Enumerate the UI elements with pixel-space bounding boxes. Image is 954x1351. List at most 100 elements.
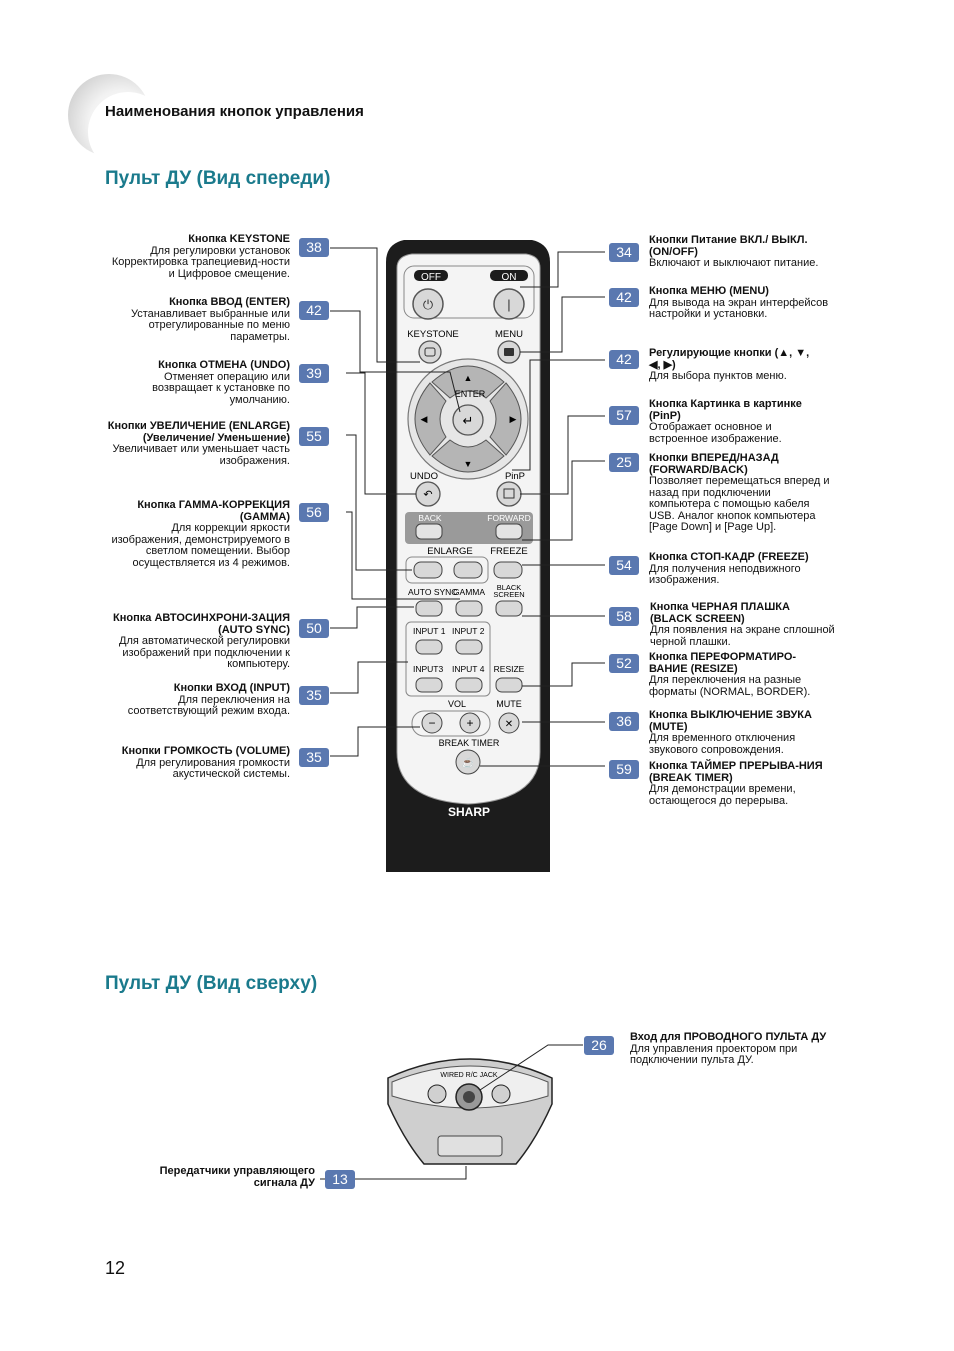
badge-volume: 35 xyxy=(299,748,329,767)
enlarge-minus-button xyxy=(413,561,443,579)
right-leaders xyxy=(480,251,605,767)
mute-label: MUTE xyxy=(496,699,522,709)
jack-label: WIRED R/C JACK xyxy=(440,1072,498,1079)
label-power: Кнопки Питание ВКЛ./ ВЫКЛ. (ON/OFF)Включ… xyxy=(649,234,819,269)
wired-jack-hole xyxy=(463,1091,475,1103)
badge-enlarge: 55 xyxy=(299,427,329,446)
undo-label: UNDO xyxy=(410,471,438,482)
pinp-label: PinP xyxy=(505,471,525,482)
input2-label: INPUT 2 xyxy=(452,626,485,636)
off-label-bg xyxy=(414,270,448,281)
enlarge-label: ENLARGE xyxy=(427,546,472,557)
label-undo: Кнопка ОТМЕНА (UNDO)Отменяет операцию ил… xyxy=(152,359,290,406)
up-arrow-icon: ▲ xyxy=(464,373,473,383)
left-arrow-icon: ◀ xyxy=(421,414,428,424)
enter-button xyxy=(452,404,484,436)
on-icon: | xyxy=(507,297,510,312)
top-leaders xyxy=(320,1044,583,1180)
power-group xyxy=(403,265,535,319)
badge-forward-back: 25 xyxy=(609,453,639,472)
badge-black-screen: 58 xyxy=(609,607,639,626)
input1-label: INPUT 1 xyxy=(413,626,446,636)
gamma-label: GAMMA xyxy=(453,587,485,597)
forward-label: FORWARD xyxy=(487,513,530,523)
label-black-screen: Кнопка ЧЕРНАЯ ПЛАШКА (BLACK SCREEN)Для п… xyxy=(650,601,835,648)
label-mute: Кнопка ВЫКЛЮЧЕНИЕ ЗВУКА (MUTE)Для времен… xyxy=(649,709,812,756)
label-freeze: Кнопка СТОП-КАДР (FREEZE)Для получения н… xyxy=(649,551,809,586)
left-button xyxy=(414,382,447,456)
label-input: Кнопки ВХОД (INPUT)Для переключения на с… xyxy=(127,682,290,717)
left-leaders xyxy=(330,247,461,757)
auto-sync-button xyxy=(415,600,443,617)
on-button xyxy=(493,288,525,320)
badge-transmitters: 13 xyxy=(325,1170,355,1189)
auto-sync-label: AUTO SYNC xyxy=(408,587,457,597)
section-header: Наименования кнопок управления xyxy=(105,103,364,120)
mute-button xyxy=(498,712,520,734)
badge-resize: 52 xyxy=(609,654,639,673)
vol-minus-button xyxy=(421,712,443,734)
badge-arrows: 42 xyxy=(609,350,639,369)
label-menu: Кнопка МЕНЮ (MENU)Для вывода на экран ин… xyxy=(649,285,829,320)
input4-label: INPUT 4 xyxy=(452,664,485,674)
badge-keystone: 38 xyxy=(299,238,329,257)
pinp-icon xyxy=(503,488,515,499)
on-label-bg xyxy=(490,270,528,281)
vol-plus-button xyxy=(459,712,481,734)
resize-label: RESIZE xyxy=(494,664,525,674)
brand-logo: SHARP xyxy=(448,805,490,819)
forward-button xyxy=(495,523,523,540)
freeze-label: FREEZE xyxy=(490,546,527,557)
label-enlarge: Кнопки УВЕЛИЧЕНИЕ (ENLARGE) (Увеличение/… xyxy=(107,420,290,467)
enter-icon: ↵ xyxy=(463,413,474,428)
input-group xyxy=(405,621,491,697)
freeze-button xyxy=(493,561,523,579)
pinp-button xyxy=(496,481,522,507)
keystone-button xyxy=(418,340,442,364)
down-arrow-icon: ▼ xyxy=(464,459,473,469)
back-label: BACK xyxy=(418,513,441,523)
mute-icon: ✕ xyxy=(505,719,513,730)
badge-gamma: 56 xyxy=(299,503,329,522)
off-label: OFF xyxy=(421,272,441,283)
right-arrow-icon: ▶ xyxy=(510,414,517,424)
right-button xyxy=(489,382,522,456)
front-view-title: Пульт ДУ (Вид спереди) xyxy=(105,168,331,189)
badge-enter: 42 xyxy=(299,301,329,320)
label-volume: Кнопки ГРОМКОСТЬ (VOLUME)Для регулирован… xyxy=(121,745,290,780)
page-number: 12 xyxy=(105,1258,126,1278)
label-pinp: Кнопка Картинка в картинке (PinP)Отображ… xyxy=(649,398,802,445)
header-decoration-cut xyxy=(88,92,168,172)
label-resize: Кнопка ПЕРЕФОРМАТИРО-ВАНИЕ (RESIZE)Для п… xyxy=(649,651,811,698)
input2-button xyxy=(455,639,483,655)
power-icon: ⏻ xyxy=(423,297,433,312)
badge-input: 35 xyxy=(299,686,329,705)
badge-freeze: 54 xyxy=(609,556,639,575)
break-timer-label: BREAK TIMER xyxy=(439,738,500,748)
off-button xyxy=(412,288,444,320)
minus-icon: − xyxy=(428,716,435,730)
keystone-label: KEYSTONE xyxy=(407,329,459,340)
badge-menu: 42 xyxy=(609,288,639,307)
undo-icon: ↶ xyxy=(423,489,432,501)
top-view-title: Пульт ДУ (Вид сверху) xyxy=(105,973,318,994)
gamma-button xyxy=(455,600,483,617)
badge-wired-jack: 26 xyxy=(584,1036,614,1055)
label-forward-back: Кнопки ВПЕРЕД/НАЗАД (FORWARD/BACK)Позвол… xyxy=(649,452,830,533)
on-label: ON xyxy=(502,272,517,283)
input3-button xyxy=(415,677,443,693)
plus-icon: + xyxy=(466,716,473,730)
black-screen-button xyxy=(495,600,523,617)
back-button xyxy=(415,523,443,540)
down-button xyxy=(431,439,505,473)
input4-button xyxy=(455,677,483,693)
menu-label: MENU xyxy=(495,329,523,340)
break-timer-button xyxy=(455,749,481,775)
resize-button xyxy=(495,677,523,693)
input1-button xyxy=(415,639,443,655)
enter-label: ENTER xyxy=(455,389,486,399)
badge-break-timer: 59 xyxy=(609,760,639,779)
